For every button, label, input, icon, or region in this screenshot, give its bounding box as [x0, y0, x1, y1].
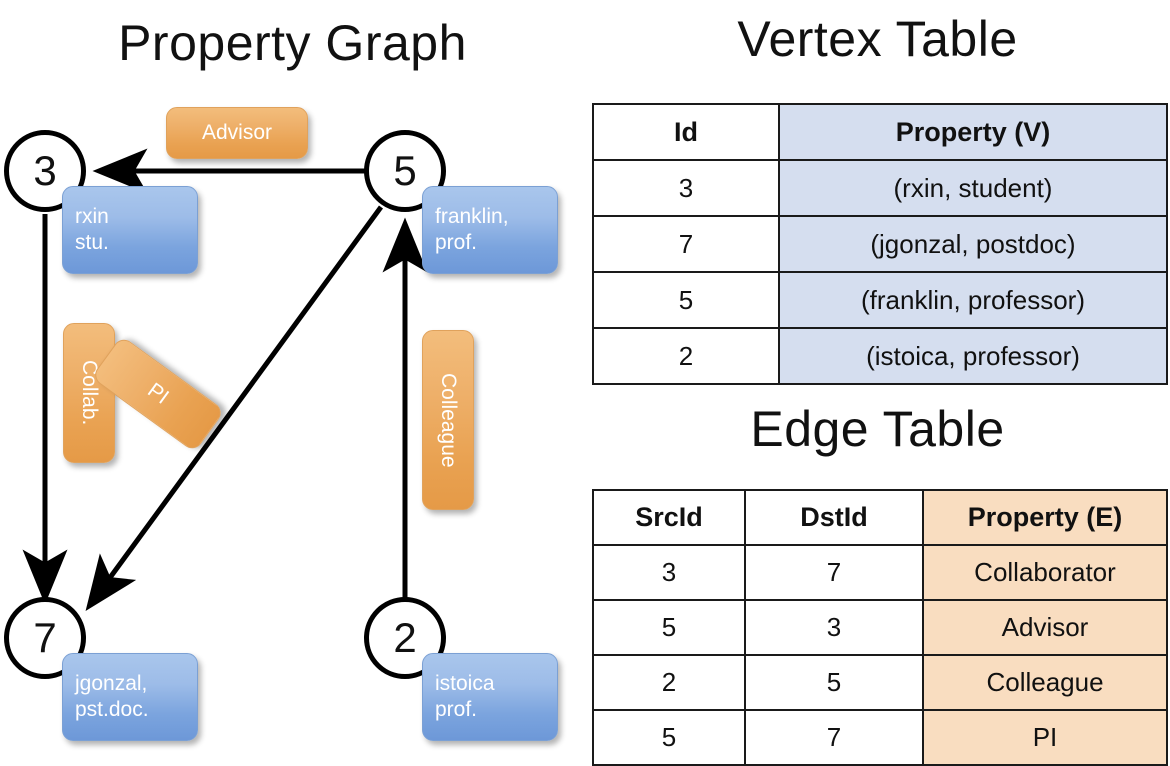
vertex-property-box-3[interactable]: rxin stu. — [62, 186, 198, 274]
vertex-row-3-id: 2 — [592, 327, 780, 385]
edge-label-advisor: Advisor — [201, 121, 273, 145]
vertex-property-box-7[interactable]: jgonzal, pst.doc. — [62, 653, 198, 741]
edge-row-1-src: 5 — [592, 599, 746, 656]
vertex-property-box-5[interactable]: franklin, prof. — [422, 186, 558, 274]
edge-row-1-property: Advisor — [922, 599, 1168, 656]
vertex-property-2-line2: prof. — [435, 698, 478, 721]
edge-table-title: Edge Table — [750, 401, 1005, 457]
table-row: 7 (jgonzal, postdoc) — [592, 215, 1168, 273]
vertex-row-1-id: 7 — [592, 215, 780, 273]
edge-table-col-dstid: DstId — [744, 489, 924, 546]
property-graph-diagram: 3 5 7 2 rxin stu. franklin, prof. jgonza… — [0, 0, 585, 760]
vertex-node-2-label: 2 — [393, 614, 417, 661]
edge-row-2-dst: 5 — [744, 654, 924, 711]
vertex-row-2-id: 5 — [592, 271, 780, 329]
edge-label-box-collab[interactable]: Collab. — [63, 323, 115, 463]
vertex-node-2[interactable]: 2 — [364, 597, 446, 679]
table-row: 5 7 PI — [592, 709, 1168, 766]
vertex-table-header-row: Id Property (V) — [592, 103, 1168, 161]
edge-row-2-src: 2 — [592, 654, 746, 711]
vertex-node-5-label: 5 — [393, 147, 417, 194]
table-row: 2 5 Colleague — [592, 654, 1168, 711]
vertex-property-box-2[interactable]: istoica prof. — [422, 653, 558, 741]
table-row: 3 (rxin, student) — [592, 159, 1168, 217]
table-row: 3 7 Collaborator — [592, 544, 1168, 601]
vertex-node-7-label: 7 — [33, 614, 57, 661]
edge-table: SrcId DstId Property (E) 3 7 Collaborato… — [592, 489, 1168, 766]
edge-label-pi: PI — [143, 378, 173, 409]
vertex-node-3-label: 3 — [33, 147, 57, 194]
edge-arrow-5-to-7 — [85, 205, 384, 612]
table-row: 5 (franklin, professor) — [592, 271, 1168, 329]
graph-edges-svg — [22, 148, 428, 612]
edge-row-3-src: 5 — [592, 709, 746, 766]
table-row: 5 3 Advisor — [592, 599, 1168, 656]
edge-row-3-property: PI — [922, 709, 1168, 766]
vertex-table-col-property: Property (V) — [778, 103, 1168, 161]
edge-row-3-dst: 7 — [744, 709, 924, 766]
table-row: 2 (istoica, professor) — [592, 327, 1168, 385]
edge-row-0-property: Collaborator — [922, 544, 1168, 601]
edge-label-box-advisor[interactable]: Advisor — [166, 107, 308, 159]
vertex-table-title: Vertex Table — [737, 11, 1018, 67]
edge-row-0-dst: 7 — [744, 544, 924, 601]
vertex-property-7-line1: jgonzal, — [75, 672, 148, 696]
vertex-property-5-line2: prof. — [435, 231, 478, 254]
edge-table-col-srcid: SrcId — [592, 489, 746, 546]
edge-table-header-row: SrcId DstId Property (E) — [592, 489, 1168, 546]
vertex-property-3-line1: rxin — [75, 205, 109, 229]
vertex-table-col-id: Id — [592, 103, 780, 161]
property-graph-title: Property Graph — [118, 15, 467, 71]
vertex-property-3-line2: stu. — [75, 231, 109, 254]
vertex-row-2-property: (franklin, professor) — [778, 271, 1168, 329]
edge-row-0-src: 3 — [592, 544, 746, 601]
edge-label-box-colleague[interactable]: Colleague — [422, 330, 474, 510]
vertex-table: Id Property (V) 3 (rxin, student) 7 (jgo… — [592, 103, 1168, 385]
vertex-property-2-line1: istoica — [435, 672, 495, 696]
vertex-row-0-id: 3 — [592, 159, 780, 217]
vertex-property-7-line2: pst.doc. — [75, 698, 149, 721]
vertex-row-0-property: (rxin, student) — [778, 159, 1168, 217]
vertex-node-5[interactable]: 5 — [364, 130, 446, 212]
edge-label-colleague: Colleague — [436, 372, 460, 468]
edge-table-col-property: Property (E) — [922, 489, 1168, 546]
vertex-row-1-property: (jgonzal, postdoc) — [778, 215, 1168, 273]
vertex-property-5-line1: franklin, — [435, 205, 509, 229]
edge-row-2-property: Colleague — [922, 654, 1168, 711]
vertex-row-3-property: (istoica, professor) — [778, 327, 1168, 385]
edge-row-1-dst: 3 — [744, 599, 924, 656]
